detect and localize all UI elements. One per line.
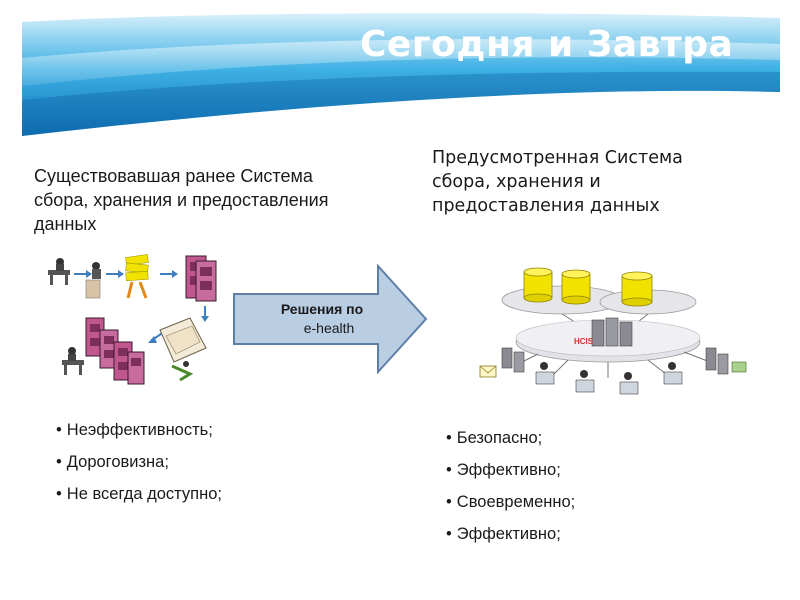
legacy-system-heading: Существовавшая ранее Система сбора, хран… (34, 166, 329, 234)
legacy-drawbacks-list: Неэффективность; Дороговизна; Не всегда … (56, 414, 222, 510)
arrow-label: Решения по e-health (280, 301, 364, 336)
legacy-process-illustration (48, 254, 217, 385)
planned-system-heading: Предусмотренная Система сбора, хранения … (432, 148, 683, 216)
list-item: Неэффективность; (56, 414, 222, 446)
workstation-icon (663, 362, 683, 385)
list-item: Эффективно; (446, 454, 575, 486)
clerk-icon (85, 262, 101, 299)
database-icon (523, 267, 553, 303)
workstation-icon (535, 362, 555, 385)
planned-benefits-list: Безопасно; Эффективно; Своевременно; Эфф… (446, 422, 575, 550)
database-icon (561, 269, 591, 305)
printer-icon (731, 361, 747, 373)
workstation-icon (619, 372, 639, 395)
overwhelmed-person-icon (159, 317, 207, 382)
hcis-label: HCIS (574, 337, 594, 346)
page-title: Сегодня и Завтра (360, 24, 734, 65)
list-item: Безопасно; (446, 422, 575, 454)
desk-worker-icon (48, 258, 70, 285)
planned-system-diagram: HCIS (479, 267, 747, 395)
archive-cabinets-icon (85, 317, 145, 385)
courier-with-documents-icon (125, 254, 149, 299)
list-item: Своевременно; (446, 486, 575, 518)
list-item: Дороговизна; (56, 446, 222, 478)
desk-worker-icon (62, 347, 84, 375)
filing-cabinet-icon (185, 255, 217, 302)
server-icon (591, 317, 633, 347)
list-item: Эффективно; (446, 518, 575, 550)
transition-arrow (233, 264, 428, 374)
server-icon (705, 347, 729, 375)
envelope-icon (479, 365, 497, 378)
list-item: Не всегда доступно; (56, 478, 222, 510)
workstation-icon (575, 370, 595, 393)
header-banner (22, 13, 780, 136)
server-icon (501, 347, 525, 373)
database-icon (621, 271, 653, 307)
